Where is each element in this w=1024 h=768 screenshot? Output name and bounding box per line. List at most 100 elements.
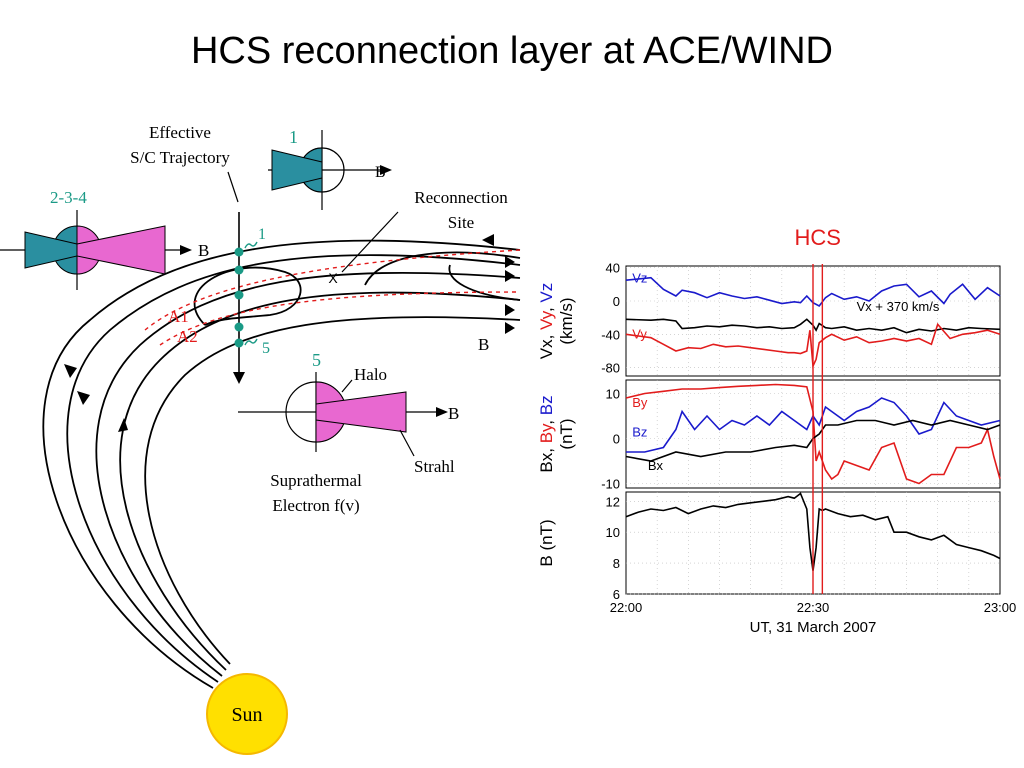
field-line-b-label: B (478, 335, 489, 354)
svg-text:B: B (448, 404, 459, 423)
ylabel-part: Bx, (537, 443, 556, 472)
distribution-label-2: Electron f(v) (272, 496, 359, 515)
ytick-label: 10 (606, 387, 620, 402)
strahl-shape (271, 149, 323, 191)
series-line (625, 492, 1001, 571)
sun-disk (206, 673, 288, 755)
inset-5-number: 5 (312, 350, 321, 370)
ylabel-part: Vy (537, 310, 556, 330)
series-label: Vy (632, 327, 647, 342)
reconnection-pointer (341, 211, 399, 273)
field-arrows (64, 234, 515, 432)
xlabel: UT, 31 March 2007 (750, 619, 877, 636)
series-line (626, 397, 1001, 453)
slide-title: HCS reconnection layer at ACE/WIND (190, 30, 833, 72)
sample-point (234, 322, 244, 332)
strahl-label: Strahl (414, 457, 455, 476)
series-line (625, 276, 1001, 308)
field-line-4 (119, 291, 521, 671)
field-line-2 (66, 254, 521, 683)
field-line-3 (95, 271, 521, 677)
trajectory-label-1: Effective (149, 123, 211, 142)
strahl-shape (315, 391, 407, 433)
series-label: Vz (632, 271, 647, 286)
series-line (625, 383, 1001, 485)
field-line-5 (144, 316, 521, 665)
current-sheet (144, 249, 521, 346)
ylabel: Bx, By, Bz (537, 395, 556, 472)
ytick-label: -10 (601, 477, 620, 492)
sample-label-1: 1 (258, 226, 266, 243)
sample-point (234, 247, 244, 257)
series-label: Bx (648, 458, 664, 473)
ytick-label: 0 (613, 294, 620, 309)
trajectory-label-2: S/C Trajectory (130, 148, 230, 167)
ytick-label: 40 (606, 261, 620, 276)
series-label: By (632, 395, 648, 410)
region-a2: A2 (177, 327, 198, 346)
series-line (625, 318, 1001, 334)
inset-distribution-234: 2-3-4 B (0, 188, 209, 290)
ylabel: Vx, Vy, Vz (537, 283, 556, 360)
sample-point (234, 265, 244, 275)
xtick-label: 22:30 (797, 600, 830, 615)
reconnection-label-1: Reconnection (414, 188, 508, 207)
xtick-label: 22:00 (610, 600, 643, 615)
arrow-icon (64, 364, 77, 378)
ylabel: B (nT) (537, 519, 556, 566)
series-label: Vx + 370 km/s (857, 299, 940, 314)
svg-text:B: B (198, 241, 209, 260)
arrow-icon (505, 270, 515, 282)
arrow-icon (77, 391, 90, 405)
field-line-1 (42, 239, 521, 689)
sample-label-5: 5 (262, 340, 270, 357)
ylabel-part: , (537, 415, 556, 424)
ylabel-unit: (nT) (557, 418, 576, 449)
trajectory-pointer (227, 171, 239, 203)
arrow-icon (505, 322, 515, 334)
reconnection-label-2: Site (448, 213, 474, 232)
ylabel-part: Bz (537, 395, 556, 415)
strahl-right (76, 225, 166, 275)
loop-right (364, 251, 521, 286)
distribution-label-1: Suprathermal (270, 471, 362, 490)
inset-distribution-5: 5 Halo B Strahl (238, 350, 459, 476)
trajectory-arrowhead-icon (233, 372, 245, 384)
inset-1-number: 1 (289, 127, 298, 147)
tilde-1 (244, 241, 258, 249)
arrow-icon (482, 234, 494, 246)
ytick-label: 12 (606, 494, 620, 509)
halo-label: Halo (354, 365, 387, 384)
sun-label: Sun (231, 704, 262, 726)
loop-right-inner (448, 264, 521, 301)
ytick-label: 10 (606, 525, 620, 540)
arrow-icon (505, 256, 515, 268)
arrow-icon (118, 418, 128, 432)
ytick-label: -80 (601, 361, 620, 376)
ylabel-part: , (537, 303, 556, 312)
reconnection-x-marker: X (328, 270, 338, 286)
svg-text:B: B (375, 164, 386, 181)
sample-point (234, 338, 244, 348)
arrow-icon (436, 407, 448, 417)
arrow-icon (380, 165, 392, 175)
arrow-icon (505, 304, 515, 316)
xtick-label: 23:00 (984, 600, 1017, 615)
ylabel-unit: (km/s) (557, 297, 576, 344)
inset-234-label: 2-3-4 (50, 188, 87, 207)
sample-point (234, 290, 244, 300)
series-label: Bz (632, 424, 647, 439)
ylabel-part: Vx, (537, 330, 556, 359)
ylabel-part: Vz (537, 283, 556, 303)
ytick-label: 6 (613, 587, 620, 602)
ylabel-part: By (537, 423, 556, 443)
reconnection-schematic: Sun (0, 123, 521, 755)
sample-points (234, 247, 244, 348)
arrow-icon (180, 245, 192, 255)
inset-distribution-1: 1 B (268, 127, 392, 210)
ytick-label: 0 (613, 432, 620, 447)
tilde-5 (244, 338, 258, 346)
ytick-label: 8 (613, 556, 620, 571)
